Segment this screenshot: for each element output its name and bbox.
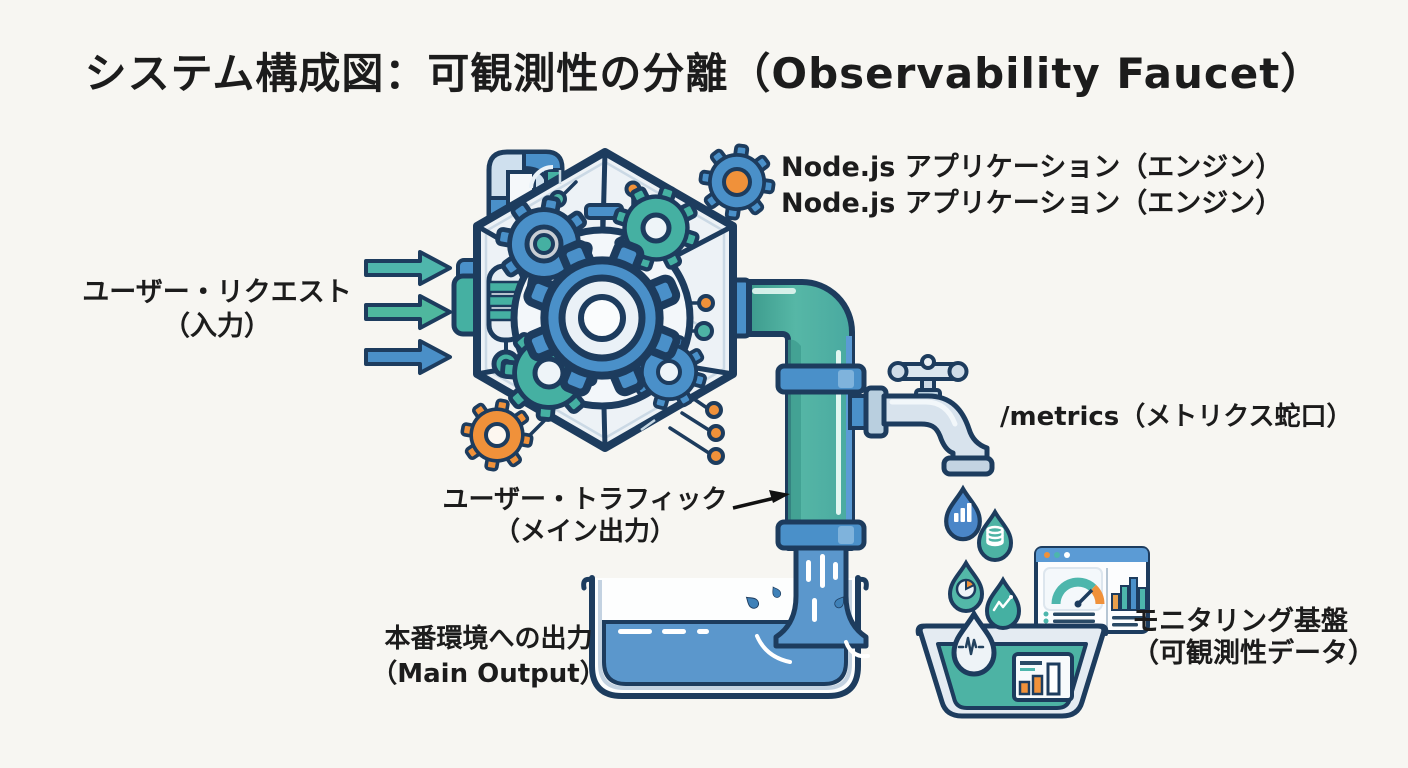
- monitoring-label: モニタリング基盤 （可観測性データ）: [1132, 606, 1375, 670]
- report-card-icon: [1012, 652, 1074, 702]
- gear-icon: [693, 138, 781, 226]
- engine-label-line2: Node.js アプリケーション（エンジン）: [781, 188, 1283, 219]
- bar-chart-icon: [1111, 577, 1147, 611]
- main-output-label-line1: 本番環境への出力: [384, 624, 593, 654]
- input-arrow-icon: [364, 294, 452, 330]
- input-arrow-icon: [364, 250, 452, 286]
- droplet-bar-chart-icon: [946, 489, 980, 539]
- droplet-database-icon: [977, 510, 1013, 562]
- metric-droplets: [946, 489, 1021, 674]
- monitoring-label-line1: モニタリング基盤: [1132, 606, 1348, 637]
- traffic-label-line2: （メイン出力）: [493, 517, 676, 547]
- input-label-line2: （入力）: [163, 311, 271, 342]
- metrics-label: /metrics（メトリクス蛇口）: [1000, 402, 1353, 432]
- input-arrows: [364, 250, 452, 375]
- monitoring-label-line2: （可観測性データ）: [1132, 638, 1375, 669]
- traffic-label-line1: ユーザー・トラフィック: [442, 485, 728, 515]
- page-title: システム構成図：可観測性の分離（Observability Faucet）: [84, 49, 1324, 98]
- droplet-pie-chart-icon: [948, 561, 984, 613]
- main-output-label-line2: （Main Output）: [371, 659, 606, 689]
- browser-dots-icon: [1044, 552, 1070, 558]
- traffic-label: ユーザー・トラフィック （メイン出力）: [420, 484, 750, 548]
- metrics-faucet: [848, 354, 995, 477]
- faucet-handle-icon: [887, 354, 969, 402]
- engine-label: Node.js アプリケーション（エンジン） Node.js アプリケーション（…: [781, 150, 1282, 222]
- annotation-arrow-icon: [732, 490, 790, 510]
- monitoring-dashboard: [1034, 546, 1150, 634]
- input-label: ユーザー・リクエスト （入力）: [52, 276, 382, 344]
- main-output-label: 本番環境への出力 （Main Output）: [356, 622, 621, 692]
- water-stream: [742, 545, 870, 664]
- input-label-line1: ユーザー・リクエスト: [82, 277, 352, 308]
- gauge-icon: [1043, 567, 1105, 611]
- observability-basin: [915, 623, 1109, 719]
- droplet-waveform-icon: [954, 614, 994, 674]
- nodejs-machine-illustration: [454, 148, 737, 478]
- droplet-line-graph-icon: [985, 578, 1021, 630]
- input-arrow-icon: [364, 339, 452, 375]
- engine-label-line1: Node.js アプリケーション（エンジン）: [781, 152, 1283, 183]
